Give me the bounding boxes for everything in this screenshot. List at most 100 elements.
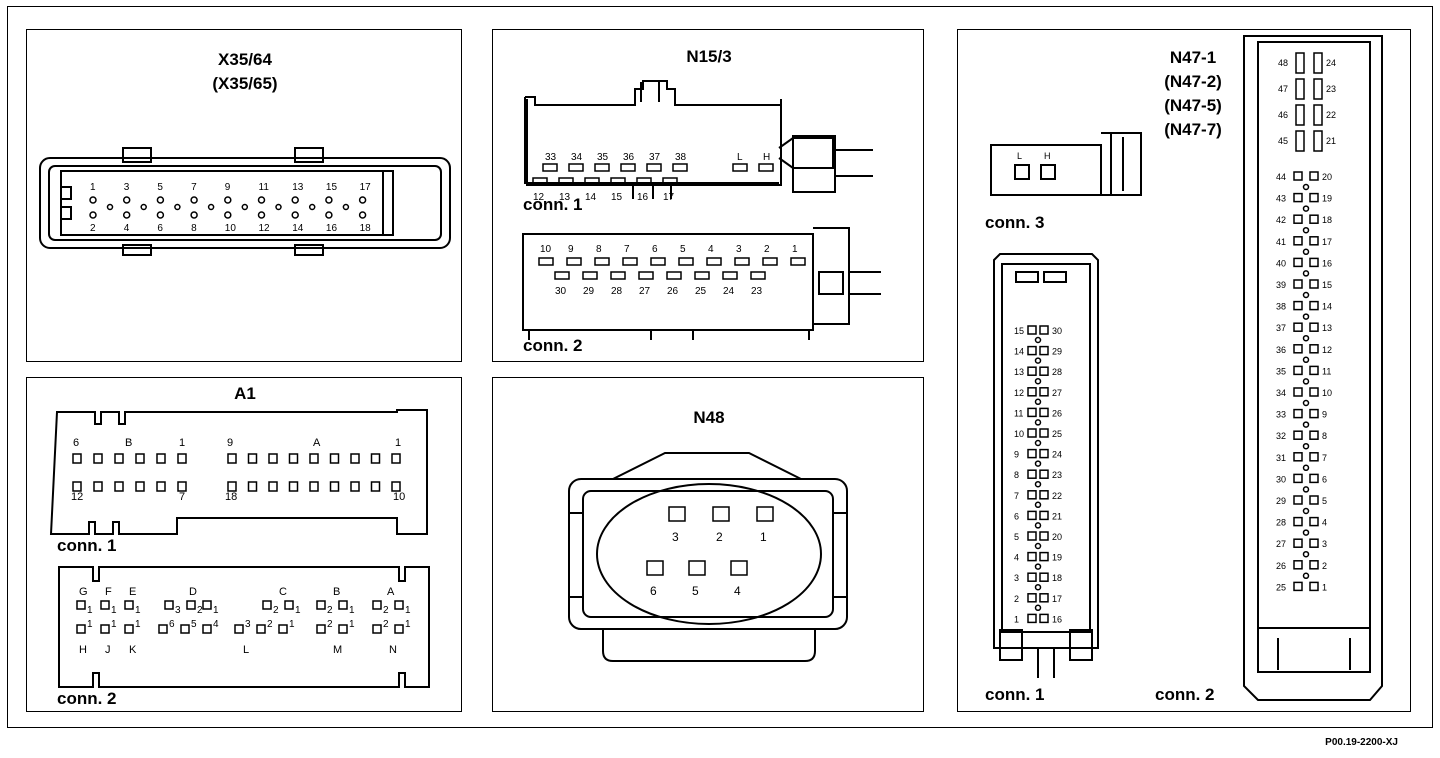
n15-c1-pin-slot [532, 177, 548, 186]
n47-c1-pin-label: 26 [1052, 408, 1062, 418]
n47-c2-pin-label: 44 [1276, 172, 1286, 182]
n47-c1-pin-label: 9 [1014, 450, 1019, 460]
n47-c1-pin-divider [1034, 522, 1042, 529]
n15-c1-pin-label: 16 [637, 192, 649, 203]
a1-c2-letter: L [243, 644, 249, 656]
n47-c2-pin-slot [1309, 322, 1319, 332]
n47-c1-pin-divider [1034, 563, 1042, 570]
n47-c1-pin-slot [1039, 490, 1049, 500]
n47-c2-pin-slot [1313, 78, 1323, 100]
n47-c1-pin-slot [1027, 490, 1037, 500]
a1-c1-label: 12 [71, 491, 83, 503]
n47-c2-pin-divider [1302, 550, 1310, 558]
a1-c2-letter: B [333, 586, 340, 598]
a1-c2-pin-slot [180, 624, 190, 634]
a1-c1-pin-slot [391, 453, 401, 464]
a1-c2-letter: G [79, 586, 88, 598]
a1-c2-pin-slot [394, 600, 404, 610]
n47-c2-pin-slot [1293, 581, 1303, 592]
n47-c2-pin-label: 42 [1276, 215, 1286, 225]
x35-pin-label: 15 [326, 182, 338, 193]
n47-c2-pin-label: 29 [1276, 496, 1286, 506]
n15-c1-pin-slot [568, 163, 584, 172]
n47-c2-pin-label: 36 [1276, 345, 1286, 355]
n47-c1-pin-divider [1034, 398, 1042, 406]
n47-c2-pin-label: 33 [1276, 410, 1286, 420]
x35-pin-label: 12 [259, 223, 271, 234]
x35-pin-label: 6 [157, 223, 163, 234]
n47-c2-pin-slot [1293, 300, 1303, 311]
x35-pin-label: 5 [157, 182, 163, 193]
a1-c1-label: 7 [179, 491, 185, 503]
n15-c2-pin-slot [706, 257, 722, 266]
n15-c2-pin-label: 24 [723, 286, 735, 297]
n47-c1-pin-slot [1039, 345, 1049, 356]
a1-c2-num: 2 [327, 619, 333, 630]
n47-c2-pin-label: 5 [1322, 496, 1327, 506]
n47-c2-pin-divider [1302, 291, 1310, 299]
n15-c2-pin-slot [666, 271, 682, 280]
n47-c2-pin-slot [1293, 560, 1303, 570]
n47-c2-pin-label: 21 [1326, 136, 1336, 146]
n48-pin-slot [730, 560, 748, 576]
n15-c2-pin-slot [762, 257, 778, 266]
x35-pin-divider [140, 203, 147, 211]
n47-c1-pin-divider [1034, 542, 1042, 550]
x35-pin-label: 1 [90, 182, 96, 193]
n47-c2-pin-slot [1293, 171, 1303, 181]
a1-c2-letter: J [105, 644, 111, 656]
a1-c1-pin-slot [247, 481, 258, 492]
x35-pin-divider [106, 203, 114, 211]
n47-c2-pin-divider [1302, 529, 1310, 536]
n15-c2-pin-label: 3 [736, 244, 742, 255]
n15-c1-side-label: L [737, 152, 743, 163]
n47-c2-pin-slot [1313, 104, 1323, 126]
n47-c2-pin-slot [1309, 495, 1319, 505]
n48-pin-slot [646, 560, 664, 576]
n15-c1-pin-slot [542, 163, 558, 172]
n47-c2-pin-divider [1302, 486, 1310, 493]
a1-c1-pin-slot [288, 481, 299, 492]
x35-pin-hole [358, 211, 367, 219]
n47-c1-pin-label: 20 [1052, 532, 1062, 542]
n47-c2-pin-divider [1302, 248, 1310, 256]
n47-c2-pin-label: 20 [1322, 172, 1332, 182]
n47-c2-pin-label: 40 [1276, 258, 1286, 268]
a1-c2-letter: H [79, 644, 87, 656]
n47-c1-pin-divider [1034, 439, 1042, 447]
n47-c2-pin-label: 9 [1322, 410, 1327, 420]
n47-c1-pin-slot [1039, 428, 1049, 438]
a1-c2-letter: F [105, 586, 112, 598]
n15-c1-pin-label: 35 [597, 152, 609, 163]
a1-c2-num: 2 [383, 619, 389, 630]
n47-title-4: (N47-7) [1164, 120, 1222, 139]
n15-c1-pin-slot [758, 163, 774, 172]
a1-c2-num: 1 [135, 619, 141, 630]
n47-c1-pin-label: 2 [1014, 594, 1019, 604]
a1-c1-pin-slot [93, 481, 103, 492]
n47-c1-pin-divider [1034, 336, 1042, 344]
n47-c2-pin-label: 8 [1322, 431, 1327, 441]
a1-c1-pin-slot [114, 453, 124, 464]
n15-c2-pin-slot [554, 271, 570, 280]
a1-c2-pin-slot [256, 624, 266, 634]
n15-c2-pin-slot [610, 271, 626, 280]
n15-c2-pin-label: 28 [611, 286, 623, 297]
a1-c2-num: 6 [169, 619, 175, 630]
n15-c1-pin-label: 37 [649, 152, 661, 163]
n47-c1-pin-label: 6 [1014, 511, 1019, 521]
a1-c2-letter: A [387, 586, 395, 598]
reference-number: P00.19-2200-XJ [1325, 737, 1398, 748]
a1-c2-pin-slot [100, 600, 110, 610]
n15-c1-pin-label: 15 [611, 192, 623, 203]
n47-c2-pin-label: 26 [1276, 561, 1286, 571]
n47-c2-pin-label: 4 [1322, 518, 1327, 528]
n47-c1-pin-label: 17 [1052, 594, 1062, 604]
a1-c2-pin-slot [186, 600, 196, 610]
n47-c2-pin-slot [1293, 473, 1303, 484]
n47-c2-pin-slot [1309, 214, 1319, 224]
n47-title-2: (N47-2) [1164, 72, 1222, 91]
a1-c2-pin-slot [100, 624, 110, 634]
